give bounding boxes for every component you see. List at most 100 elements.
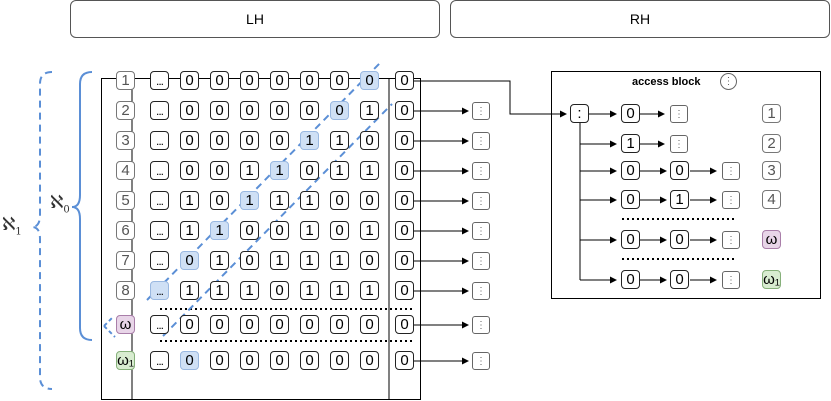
row-ellipsis: ... [150,131,169,150]
row-stub-icon[interactable]: ⋮ [472,316,490,334]
access-stub-icon[interactable]: ⋮ [722,271,740,289]
bit-cell: 0 [180,101,199,120]
row-ellipsis: ... [150,251,169,270]
row-stub-icon[interactable]: ⋮ [472,222,490,240]
row-stub-icon[interactable]: ⋮ [472,102,490,120]
bit-cell: 0 [330,71,349,90]
bit-cell: 0 [360,71,379,90]
bit-cell: 0 [210,71,229,90]
access-value-cell: 0 [621,190,640,209]
lh-header: LH [70,0,440,38]
bit-cell: 0 [360,351,379,370]
access-value-cell: 0 [621,161,640,180]
row-ellipsis: ... [150,71,169,90]
row-index-8: 8 [116,281,135,300]
row-index-2: 2 [116,101,135,120]
access-stub-icon[interactable]: ⋮ [670,135,688,153]
bit-cell: 0 [180,71,199,90]
row-tail-cell: 0 [395,281,414,300]
bit-cell: 1 [210,281,229,300]
row-index-4: 4 [116,161,135,180]
access-block-menu-icon[interactable]: ⋮ [720,73,737,90]
access-row-label: 2 [762,134,781,153]
bit-cell: 0 [180,351,199,370]
bit-cell: 1 [300,281,319,300]
bit-cell: 0 [270,101,289,120]
row-tail-cell: 0 [395,351,414,370]
aleph-0-label: ℵ0 [50,192,70,216]
row-stub-icon[interactable]: ⋮ [472,132,490,150]
bit-cell: 0 [210,131,229,150]
bit-cell: 1 [330,161,349,180]
access-stub-icon[interactable]: ⋮ [722,231,740,249]
bit-cell: 0 [240,71,259,90]
bit-cell: 1 [330,251,349,270]
row-tail-cell: 0 [395,101,414,120]
bit-cell: 0 [330,101,349,120]
bit-cell: 1 [360,221,379,240]
row-ellipsis: ... [150,315,169,334]
bit-cell: 0 [270,131,289,150]
access-value-cell: 0 [670,161,689,180]
access-block-root-node: : [570,104,589,123]
bit-cell: 1 [300,221,319,240]
access-value-cell: 0 [670,270,689,289]
bit-cell: 0 [330,221,349,240]
row-ellipsis: ... [150,221,169,240]
bit-cell: 0 [270,71,289,90]
bit-cell: 0 [270,315,289,334]
access-value-cell: 0 [670,230,689,249]
bit-cell: 0 [180,161,199,180]
access-row-label: ω [762,230,781,249]
bit-cell: 0 [210,315,229,334]
bit-cell: 1 [360,281,379,300]
access-row-label: 3 [762,161,781,180]
row-ellipsis: ... [150,161,169,180]
bit-cell: 0 [300,101,319,120]
bit-cell: 1 [270,161,289,180]
bit-cell: 0 [300,351,319,370]
access-value-cell: 1 [670,190,689,209]
bit-cell: 1 [330,281,349,300]
bit-cell: 0 [240,221,259,240]
bit-cell: 0 [330,315,349,334]
row-stub-icon[interactable]: ⋮ [472,282,490,300]
bit-cell: 0 [360,251,379,270]
row-stub-icon[interactable]: ⋮ [472,252,490,270]
row-tail-cell: 0 [395,221,414,240]
access-link-arrow [414,80,567,118]
row-ellipsis: ... [150,101,169,120]
bit-cell: 0 [210,101,229,120]
bit-cell: 1 [360,101,379,120]
bit-cell: 0 [270,351,289,370]
access-stub-icon[interactable]: ⋮ [722,162,740,180]
row-index-3: 3 [116,131,135,150]
bit-cell: 0 [360,315,379,334]
row-index-6: 6 [116,221,135,240]
access-value-cell: 0 [621,104,640,123]
row-stub-icon[interactable]: ⋮ [472,162,490,180]
bit-cell: 1 [180,281,199,300]
row-stub-icon[interactable]: ⋮ [472,192,490,210]
bit-cell: 1 [300,251,319,270]
bit-cell: 0 [300,71,319,90]
access-stub-icon[interactable]: ⋮ [670,105,688,123]
bit-cell: 1 [210,251,229,270]
bit-cell: 1 [240,161,259,180]
bit-cell: 1 [180,191,199,210]
bit-cell: 0 [180,315,199,334]
access-value-cell: 1 [621,134,640,153]
rh-header: RH [450,0,830,38]
access-value-cell: 0 [621,270,640,289]
row-index-1: 1 [116,71,135,90]
bit-cell: 0 [330,351,349,370]
access-block-frame [551,71,821,299]
row-index-9: ω [116,315,135,334]
bit-cell: 0 [360,131,379,150]
row-tail-cell: 0 [395,131,414,150]
bit-cell: 0 [180,251,199,270]
row-stub-icon[interactable]: ⋮ [472,352,490,370]
access-value-cell: 0 [621,230,640,249]
access-stub-icon[interactable]: ⋮ [722,191,740,209]
